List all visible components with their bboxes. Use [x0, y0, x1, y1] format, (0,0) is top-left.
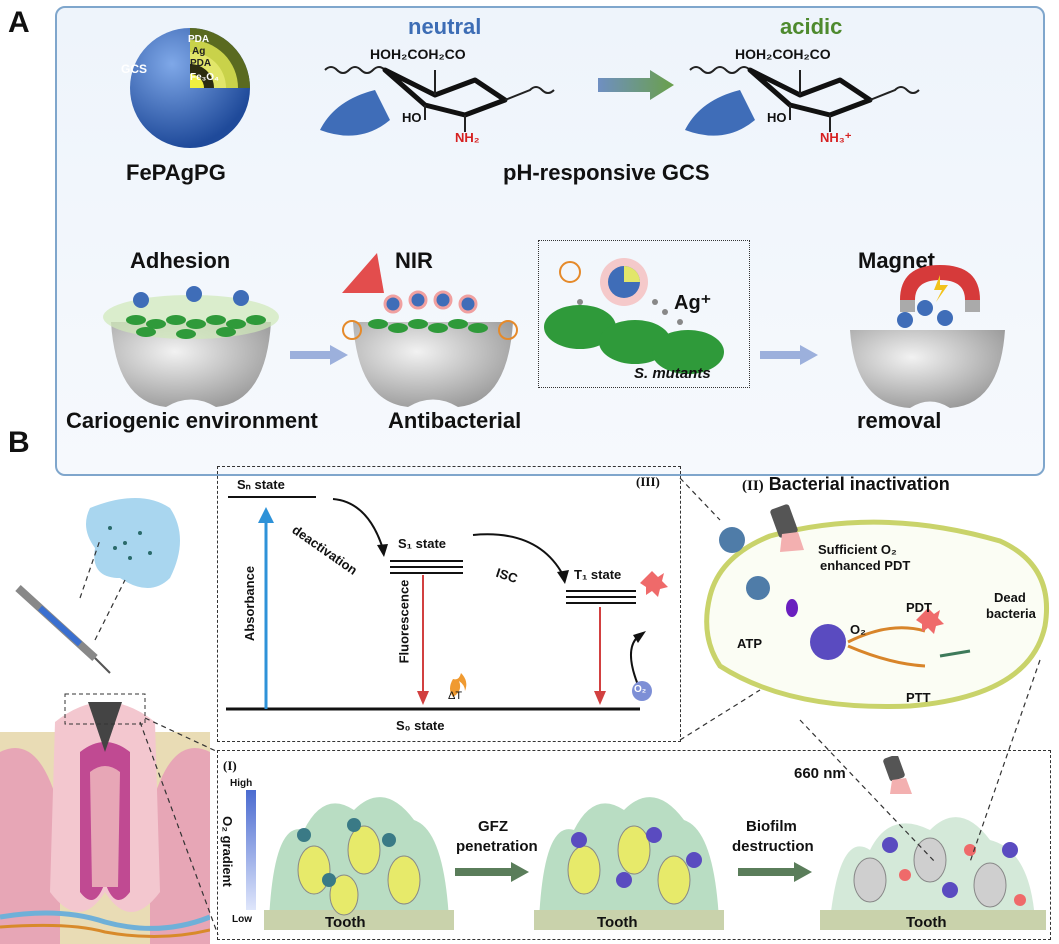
- destruction-arrow: [738, 862, 812, 882]
- magnet-removal-illustration: [850, 265, 1005, 408]
- layer-pda-outer-label: PDA: [188, 34, 210, 45]
- laser-660-icon: [883, 756, 912, 794]
- biofilm-stage-3-illustration: [820, 817, 1046, 930]
- antibacterial-label: Antibacterial: [388, 408, 522, 433]
- syringe-hydrogel-illustration: [15, 498, 180, 674]
- pdt-label: PDT: [906, 600, 932, 615]
- biofilm-stage-1-illustration: [264, 797, 454, 930]
- ag-ion-label: Ag⁺: [674, 292, 712, 314]
- antibacterial-zoom-inset: [538, 240, 750, 388]
- jablonski-o2-label: O₂: [634, 684, 647, 695]
- removal-label: removal: [857, 408, 942, 433]
- neutral-chain-group: HOH₂COH₂CO: [370, 46, 466, 62]
- dead-bacteria-line-1: Dead: [994, 590, 1026, 605]
- panel-b-letter: B: [8, 426, 30, 459]
- fepagpg-label: FePAgPG: [126, 160, 226, 185]
- neutral-to-acidic-arrow: [598, 70, 674, 100]
- jablonski-tag: (III): [636, 474, 660, 489]
- sufficient-o2-label: Sufficient O₂: [818, 542, 897, 557]
- arrow-2: [760, 345, 818, 365]
- layer-gcs-label: GCS: [121, 62, 148, 76]
- gradient-low-label: Low: [232, 914, 252, 925]
- atp-label: ATP: [737, 636, 763, 651]
- ptt-label: PTT: [906, 690, 931, 705]
- ph-responsive-caption: pH-responsive GCS: [503, 160, 710, 185]
- t1-state-label: T₁ state: [574, 567, 622, 582]
- neutral-amine: NH₂: [455, 130, 480, 145]
- jablonski-diagram: [226, 496, 668, 711]
- acidic-hydroxyl: HO: [767, 110, 787, 125]
- inactivation-tag: (II): [742, 478, 764, 494]
- layer-pda-inner-label: PDA: [190, 58, 212, 69]
- s1-state-label: S₁ state: [398, 536, 447, 551]
- gradient-high-label: High: [230, 778, 253, 789]
- layer-ag-label: Ag: [192, 46, 206, 57]
- biofilm-label: Biofilm: [746, 818, 797, 835]
- s0-state-label: S₀ state: [396, 718, 445, 733]
- penetration-label: penetration: [456, 838, 538, 855]
- acidic-gcs-structure: [685, 66, 920, 136]
- o2-gradient-bar: [246, 790, 256, 910]
- biofilm-process-frame: [217, 750, 1051, 940]
- tooth-cross-section-illustration: [0, 693, 210, 944]
- layer-fe3o4-label: Fe₃O₄: [190, 72, 219, 83]
- destruction-label: destruction: [732, 838, 814, 855]
- delta-t-label: ΔT: [448, 690, 463, 702]
- acidic-chain-group: HOH₂COH₂CO: [735, 46, 831, 62]
- acidic-label: acidic: [780, 14, 843, 39]
- neutral-hydroxyl: HO: [402, 110, 422, 125]
- cariogenic-label: Cariogenic environment: [66, 408, 318, 433]
- tooth-label-1: Tooth: [325, 914, 366, 931]
- bacteria-name-label: S. mutants: [634, 365, 711, 382]
- penetration-arrow: [455, 862, 529, 882]
- tooth-label-2: Tooth: [597, 914, 638, 931]
- fepagpg-nanoparticle-illustration: [130, 28, 250, 148]
- jablonski-diagram-frame: [217, 466, 681, 742]
- dead-bacteria-line-2: bacteria: [986, 606, 1036, 621]
- nir-beam-icon: [342, 253, 384, 293]
- arrow-1: [290, 345, 348, 365]
- acidic-amine: NH₃⁺: [820, 130, 852, 145]
- inactivation-title-text: Bacterial inactivation: [768, 474, 950, 494]
- bacterial-inactivation-illustration: [704, 504, 1049, 709]
- adhesion-label: Adhesion: [130, 248, 231, 273]
- nir-label: NIR: [395, 248, 433, 273]
- sn-state-label: Sₙ state: [237, 477, 285, 492]
- neutral-gcs-structure: [320, 66, 555, 136]
- inactivation-o2-label: O₂: [850, 622, 866, 637]
- biofilm-stage-2-illustration: [534, 797, 724, 930]
- wavelength-label: 660 nm: [794, 765, 846, 782]
- biofilm-tag: (I): [223, 758, 237, 773]
- inactivation-title: (II) Bacterial inactivation: [742, 474, 950, 495]
- gfz-label: GFZ: [478, 818, 508, 835]
- tooth-adhesion-illustration: [103, 286, 279, 407]
- enhanced-pdt-label: enhanced PDT: [820, 558, 911, 573]
- ag-release-illustration: [544, 258, 724, 374]
- neutral-label: neutral: [408, 14, 482, 39]
- panel-a-letter: A: [8, 6, 30, 39]
- tooth-label-3: Tooth: [906, 914, 947, 931]
- tooth-nir-illustration: [342, 290, 518, 407]
